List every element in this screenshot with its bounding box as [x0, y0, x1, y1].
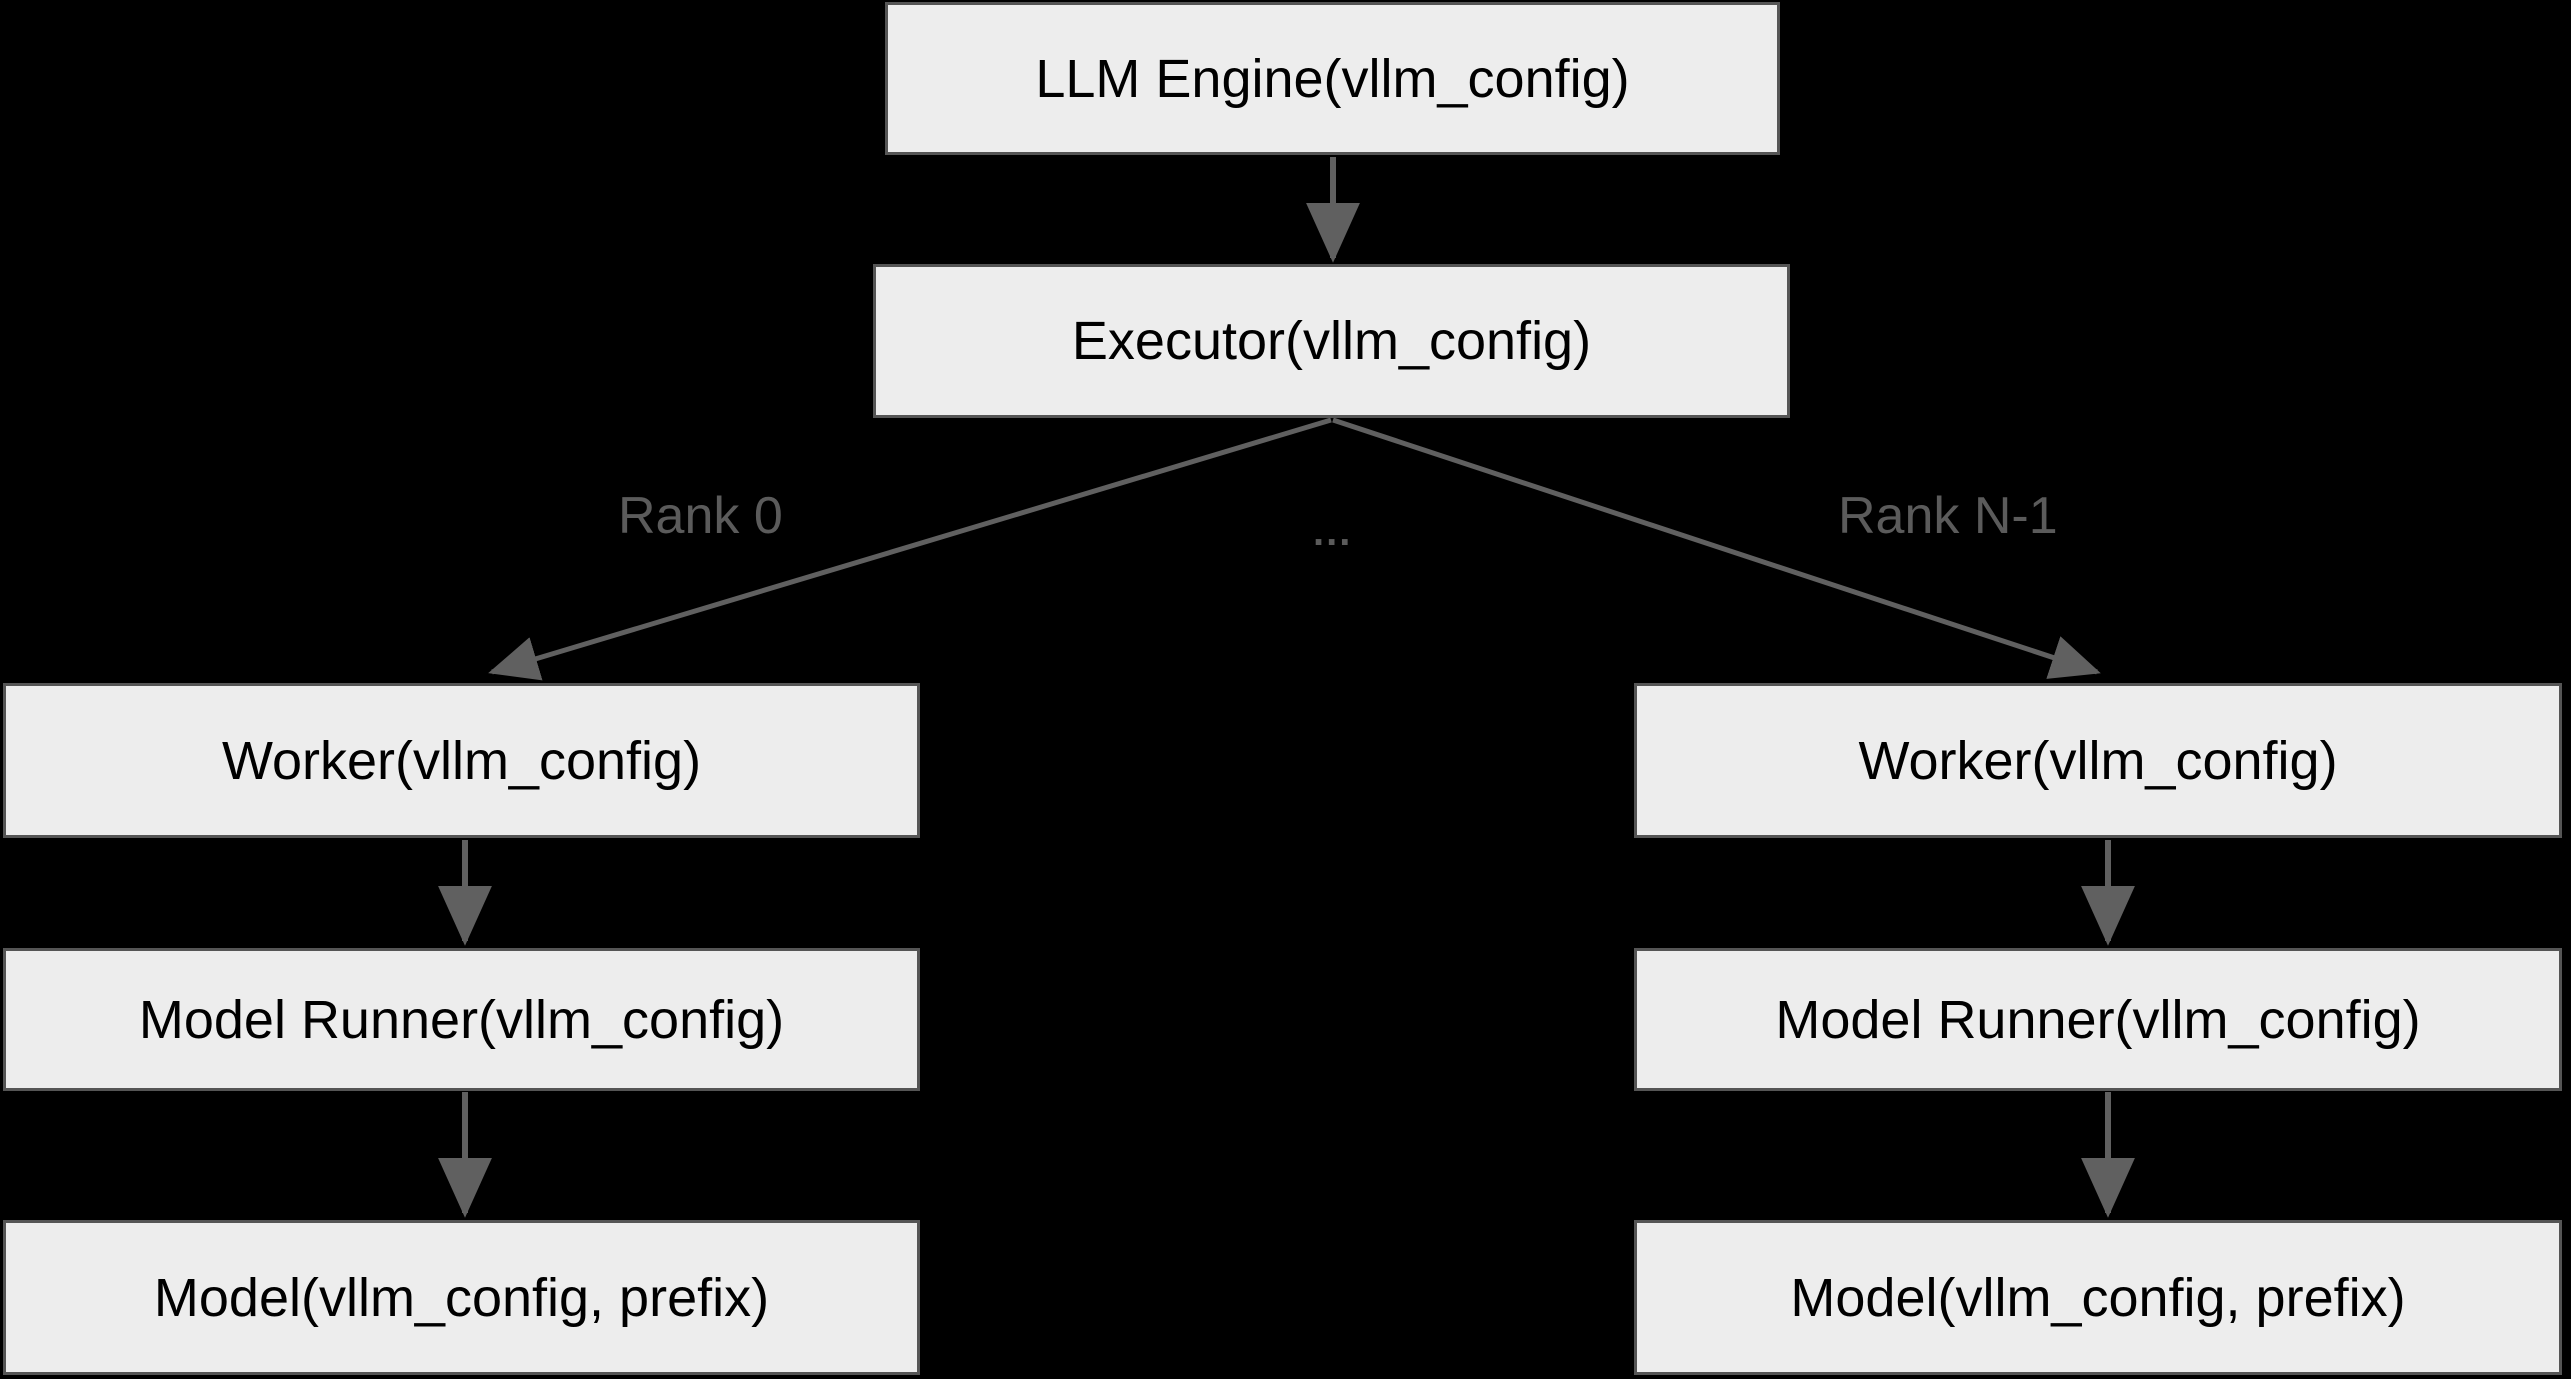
node-model-runner-rank0[interactable]: Model Runner(vllm_config): [3, 948, 920, 1091]
node-model-rankn-label: Model(vllm_config, prefix): [1790, 1267, 2406, 1328]
node-model-runner-rankn-label: Model Runner(vllm_config): [1775, 989, 2421, 1050]
node-executor[interactable]: Executor(vllm_config): [873, 264, 1790, 418]
node-worker-rank0-label: Worker(vllm_config): [221, 730, 702, 791]
edge-executor-to-worker-rank0: [488, 417, 1332, 681]
edge-label-rank-n: Rank N-1: [1838, 487, 2058, 545]
node-executor-label: Executor(vllm_config): [1071, 311, 1592, 371]
node-model-rank0-label: Model(vllm_config, prefix): [153, 1267, 770, 1328]
node-model-rank0[interactable]: Model(vllm_config, prefix): [3, 1220, 920, 1375]
node-worker-rank0[interactable]: Worker(vllm_config): [3, 683, 920, 838]
edge-label-ellipsis: ...: [1313, 510, 1353, 554]
node-worker-rankn[interactable]: Worker(vllm_config): [1634, 683, 2562, 838]
edge-executor-to-worker-rankn: [1332, 417, 2101, 679]
node-model-runner-rank0-label: Model Runner(vllm_config): [138, 989, 785, 1050]
node-model-runner-rankn[interactable]: Model Runner(vllm_config): [1634, 948, 2562, 1091]
node-llm-engine[interactable]: LLM Engine(vllm_config): [885, 2, 1780, 155]
node-llm-engine-label: LLM Engine(vllm_config): [1035, 48, 1630, 109]
node-worker-rankn-label: Worker(vllm_config): [1858, 730, 2338, 791]
edge-label-rank-0: Rank 0: [618, 487, 783, 545]
node-model-rankn[interactable]: Model(vllm_config, prefix): [1634, 1220, 2562, 1375]
